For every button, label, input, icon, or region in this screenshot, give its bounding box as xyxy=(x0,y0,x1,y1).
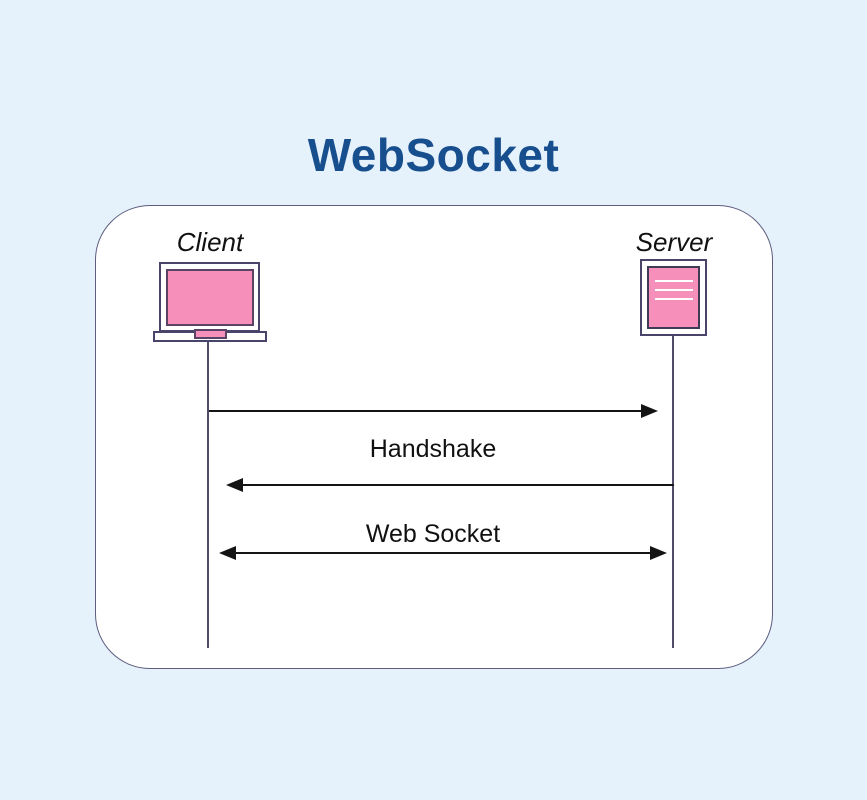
monitor-neck xyxy=(194,329,227,339)
server-actor-label: Server xyxy=(635,227,713,257)
arrowhead-left-icon xyxy=(226,478,243,492)
websocket-message-label: Web Socket xyxy=(365,520,501,548)
server-slot-line xyxy=(655,298,693,300)
server-lifeline xyxy=(672,336,674,648)
server-slot-line xyxy=(655,280,693,282)
arrowhead-left-icon xyxy=(219,546,236,560)
handshake-message-label: Handshake xyxy=(369,435,497,463)
client-lifeline xyxy=(207,342,209,648)
arrowhead-right-icon xyxy=(650,546,667,560)
arrow-line xyxy=(233,552,653,554)
page-title: WebSocket xyxy=(307,129,560,181)
arrowhead-right-icon xyxy=(641,404,658,418)
monitor-screen xyxy=(166,269,254,326)
arrow-line xyxy=(240,484,674,486)
arrow-line xyxy=(209,410,643,412)
client-actor-label: Client xyxy=(176,227,244,257)
server-slot-line xyxy=(655,289,693,291)
server-panel xyxy=(647,266,700,329)
